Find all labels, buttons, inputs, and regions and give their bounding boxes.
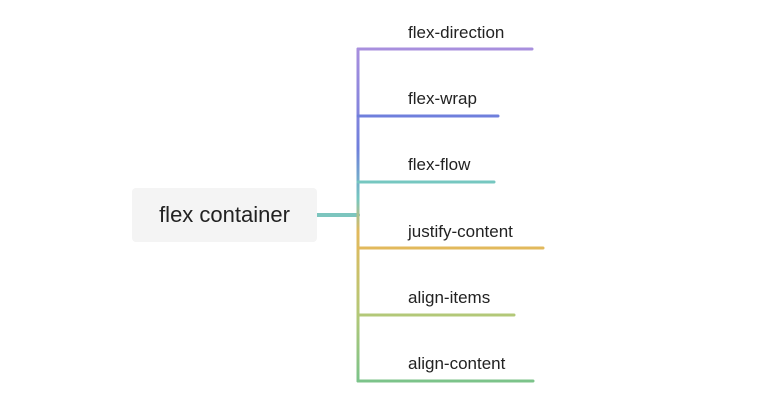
branch-align-content[interactable]: align-content [408,354,506,373]
root-node[interactable]: flex container [132,188,317,242]
branch-align-items[interactable]: align-items [408,288,491,307]
branch-flex-flow[interactable]: flex-flow [408,155,471,174]
root-label: flex container [159,202,290,227]
branch-flex-wrap[interactable]: flex-wrap [408,89,477,108]
branch-flex-direction[interactable]: flex-direction [408,23,505,42]
branch-justify-content[interactable]: justify-content [408,222,513,241]
